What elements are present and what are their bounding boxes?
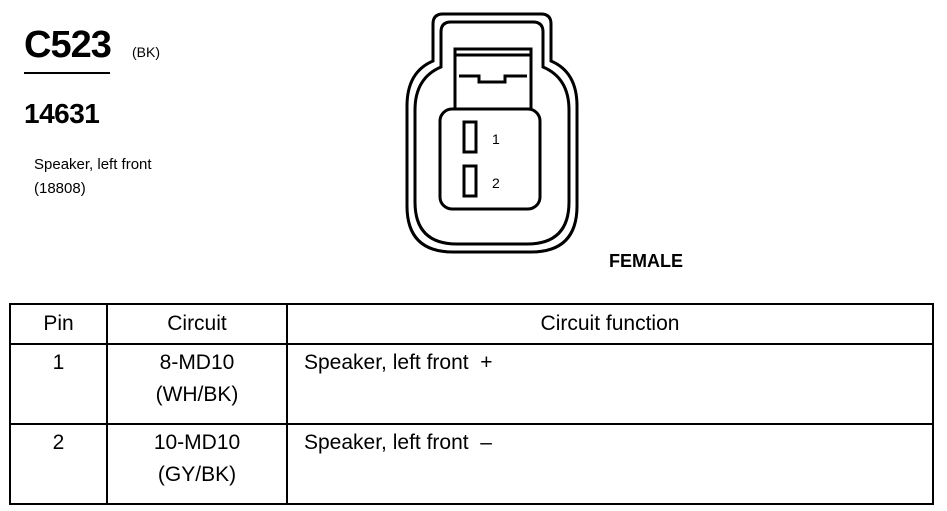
part-number: 14631 xyxy=(24,98,100,129)
header-circuit: Circuit xyxy=(106,303,288,345)
table-row: 2 10-MD10 (GY/BK) Speaker, left front – xyxy=(9,423,934,505)
terminal-cavity-body xyxy=(438,107,542,211)
circuit-number: 8-MD10 xyxy=(159,351,235,374)
table-row: 1 8-MD10 (WH/BK) Speaker, left front + xyxy=(9,343,934,425)
pin-1-terminal xyxy=(462,120,478,154)
circuit-function-cell: Speaker, left front + xyxy=(286,343,934,425)
header-circuit-function: Circuit function xyxy=(286,303,934,345)
connector-outer-housing xyxy=(405,12,579,254)
pin-cell: 1 xyxy=(9,343,108,425)
connector-latch xyxy=(453,47,533,111)
connector-reference-number: (18808) xyxy=(34,180,86,197)
pin-2-label: 2 xyxy=(492,175,500,191)
pin-1-label: 1 xyxy=(492,131,500,147)
circuit-cell: 8-MD10 (WH/BK) xyxy=(106,343,288,425)
pin-cell: 2 xyxy=(9,423,108,505)
circuit-function-cell: Speaker, left front – xyxy=(286,423,934,505)
connector-face-diagram: 1 2 xyxy=(405,12,579,254)
header-pin: Pin xyxy=(9,303,108,345)
table-header-row: Pin Circuit Circuit function xyxy=(9,303,934,345)
connector-id: C523 xyxy=(24,24,112,66)
connector-inner-housing xyxy=(413,20,571,246)
circuit-cell: 10-MD10 (GY/BK) xyxy=(106,423,288,505)
wire-color: (WH/BK) xyxy=(155,383,239,406)
connector-color: (BK) xyxy=(132,44,160,60)
connector-gender: FEMALE xyxy=(609,251,683,271)
connector-id-underline xyxy=(24,72,110,74)
pin-2-terminal xyxy=(462,164,478,198)
wire-color: (GY/BK) xyxy=(157,463,237,486)
circuit-number: 10-MD10 xyxy=(153,431,241,454)
connector-description: Speaker, left front xyxy=(34,156,152,173)
pinout-table: Pin Circuit Circuit function 1 8-MD10 (W… xyxy=(9,303,934,505)
